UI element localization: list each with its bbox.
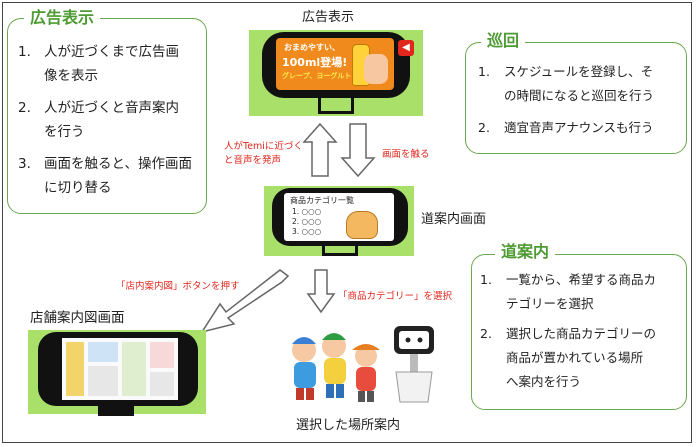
patrol-item-1: 1.スケジュールを登録し、そ の時間になると巡回を行う xyxy=(478,64,655,103)
guide-panel-title: 道案内 xyxy=(495,242,556,262)
ad-screen-label: 広告表示 xyxy=(302,10,355,25)
down-arrow-icon xyxy=(306,269,336,314)
category-row-2[interactable]: 2. ○○○ xyxy=(292,217,322,226)
map-block-1 xyxy=(66,342,84,396)
map-block-3 xyxy=(88,366,118,396)
down-arrow-icon xyxy=(340,123,376,178)
ad-item-2: 2.人が近づくと音声案内 を行う xyxy=(18,100,179,140)
ad-banner-line1: おまめやすい、 xyxy=(284,43,340,52)
store-map-tablet-stand xyxy=(98,406,134,416)
touch-annotation: 画面を触る xyxy=(382,149,430,160)
child-figure-1 xyxy=(292,337,316,400)
patrol-item-2: 2.適宜音声アナウンスも行う xyxy=(478,120,654,135)
category-list-screen: 商品カテゴリ一覧 1. ○○○ 2. ○○○ 3. ○○○ xyxy=(284,193,394,241)
nav-tablet-stand xyxy=(322,246,358,256)
destination-illustration xyxy=(292,326,434,403)
category-list-title: 商品カテゴリ一覧 xyxy=(290,196,354,205)
category-row-3[interactable]: 3. ○○○ xyxy=(292,227,322,236)
select-category-annotation: 「商品カテゴリー」を選択 xyxy=(338,291,453,302)
category-row-1[interactable]: 1. ○○○ xyxy=(292,207,322,216)
nav-screen-label: 道案内画面 xyxy=(421,212,487,227)
map-block-6 xyxy=(150,372,174,396)
speaker-icon: ◀ xyxy=(398,40,414,56)
patrol-panel-title: 巡回 xyxy=(481,31,526,51)
map-block-2 xyxy=(88,342,118,362)
child-figure-2 xyxy=(322,333,346,398)
map-block-5 xyxy=(150,342,174,368)
ad-banner-line3: グレープ、ヨーグルト xyxy=(282,72,352,80)
ad-panel xyxy=(7,18,207,214)
arrows-ad-nav xyxy=(302,122,376,178)
ad-banner-line2: 100ml登場! xyxy=(282,56,348,69)
touch-hand-icon xyxy=(346,211,378,239)
patrol-panel xyxy=(465,42,687,154)
child-figure-3 xyxy=(352,344,380,402)
guide-item-1: 1.一覧から、希望する商品カ テゴリーを選択 xyxy=(480,272,657,311)
ad-item-1: 1.人が近づくまで広告画 像を表示 xyxy=(18,44,179,84)
up-arrow-icon xyxy=(302,122,338,177)
store-map-label: 店舗案内図画面 xyxy=(30,310,125,326)
map-button-annotation: 「店内案内図」ボタンを押す xyxy=(116,281,240,292)
arrow-nav-destination xyxy=(306,269,336,314)
tablet-stand xyxy=(318,98,354,114)
hand-image xyxy=(364,54,388,84)
map-block-4 xyxy=(122,342,146,396)
guide-item-2: 2.選択した商品カテゴリーの 商品が置かれている場所 へ案内を行う xyxy=(480,326,657,389)
ad-banner: おまめやすい、 100ml登場! グレープ、ヨーグルト xyxy=(276,38,394,90)
guide-panel xyxy=(471,254,687,410)
store-map-screen xyxy=(62,338,178,400)
destination-label: 選択した場所案内 xyxy=(296,418,401,433)
ad-item-3: 3.画面を触ると、操作画面 に切り替る xyxy=(18,156,192,196)
approach-annotation: 人がTemiに近づく と音声を発声 xyxy=(224,141,303,166)
ad-panel-title: 広告表示 xyxy=(24,8,101,28)
temi-robot xyxy=(394,326,434,403)
